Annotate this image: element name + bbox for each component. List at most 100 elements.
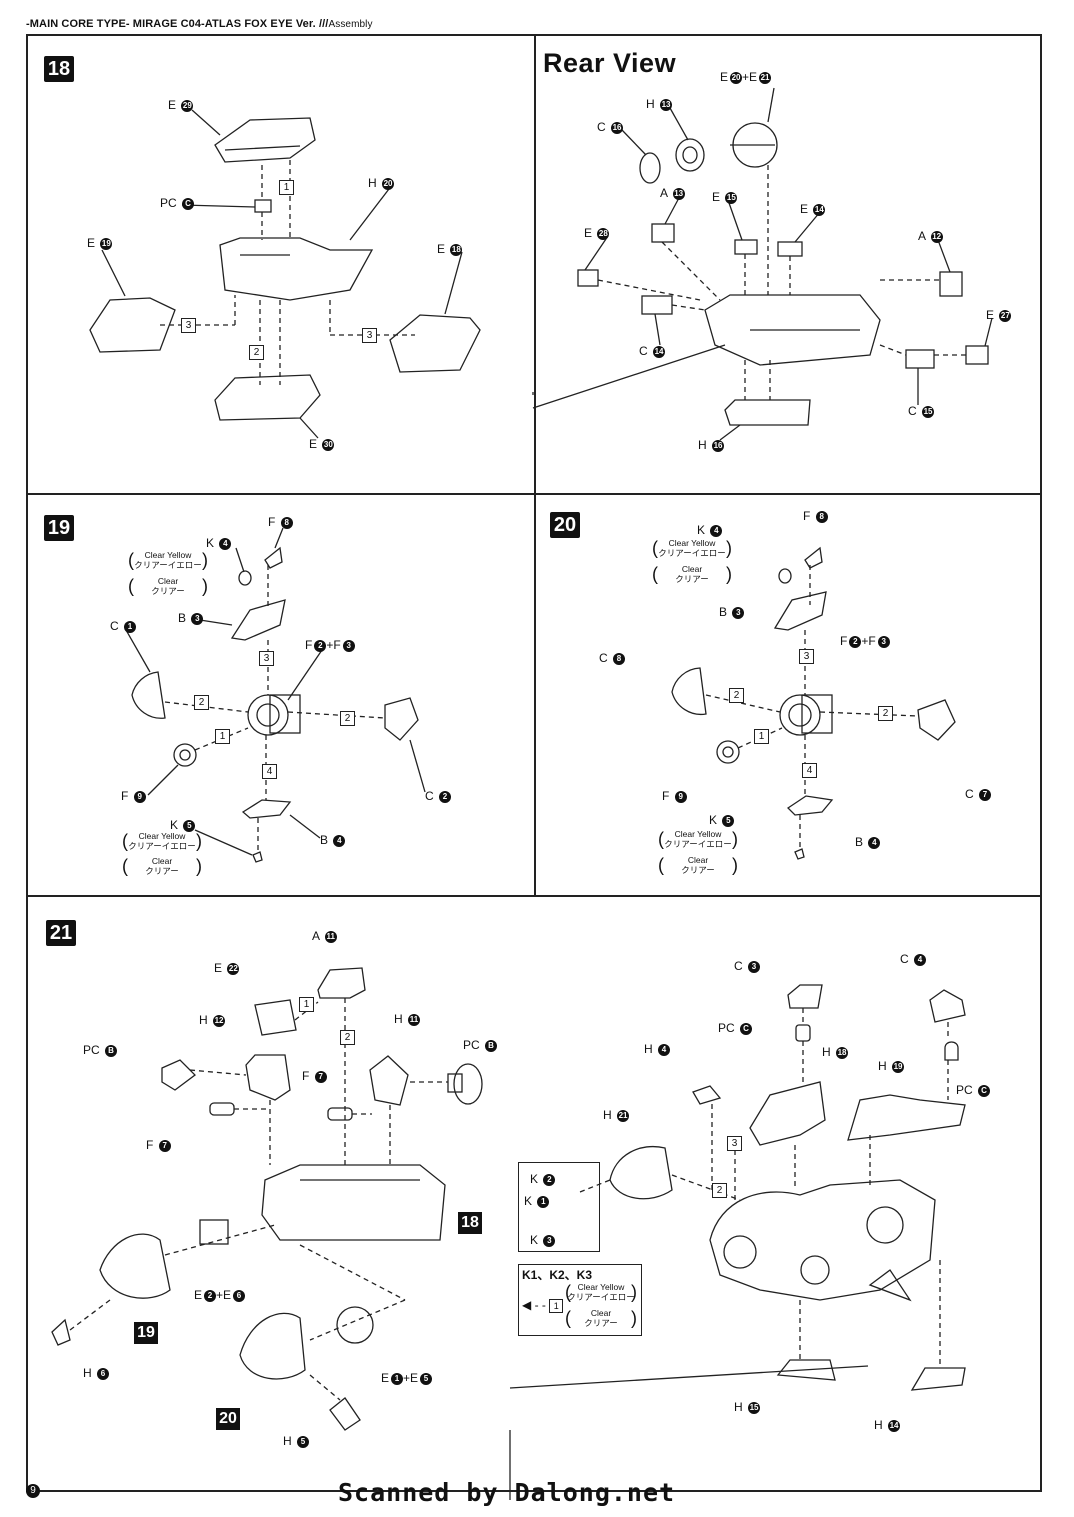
part-label: C 4 <box>900 952 927 966</box>
part-label: F 9 <box>662 789 687 803</box>
part-label: H 14 <box>874 1418 901 1432</box>
part-label: E 28 <box>584 226 610 240</box>
header-title: -MAIN CORE TYPE- MIRAGE C04-ATLAS FOX EY… <box>26 18 329 30</box>
part-label: H 11 <box>394 1012 421 1026</box>
step-number-19: 19 <box>44 515 74 541</box>
substep-1: 1 <box>215 729 230 744</box>
part-label: A 12 <box>918 229 943 243</box>
substep-2: 2 <box>712 1183 727 1198</box>
part-label: K 2 <box>530 1172 556 1186</box>
part-label: C 16 <box>597 120 624 134</box>
substep-2: 2 <box>194 695 209 710</box>
legend-title: K1、K2、K3 <box>522 1268 593 1282</box>
substep-2: 2 <box>249 345 264 360</box>
part-label: H 12 <box>199 1013 226 1027</box>
part-label: H 15 <box>734 1400 761 1414</box>
part-label: K 1 <box>524 1194 550 1208</box>
part-label: A 13 <box>660 186 685 200</box>
header-subtitle: Assembly <box>328 19 373 30</box>
step-number-21: 21 <box>46 920 76 946</box>
substep-1: 1 <box>279 180 294 195</box>
part-label: H 18 <box>822 1045 849 1059</box>
part-label: K 5 <box>170 818 196 832</box>
substep-3: 3 <box>362 328 377 343</box>
part-label: E 27 <box>986 308 1012 322</box>
part-label: B 3 <box>178 611 204 625</box>
part-label: F 8 <box>803 509 828 523</box>
part-label: H 6 <box>83 1366 110 1380</box>
step-ref-19: 19 <box>134 1322 158 1344</box>
page-number: 9 <box>26 1484 40 1498</box>
part-label: E 14 <box>800 202 826 216</box>
step-number-20: 20 <box>550 512 580 538</box>
part-label: H 13 <box>646 97 673 111</box>
step-ref-18: 18 <box>458 1212 482 1234</box>
part-label: F 8 <box>268 515 293 529</box>
part-label: H 20 <box>368 176 395 190</box>
substep-3: 3 <box>799 649 814 664</box>
part-label: B 4 <box>855 835 881 849</box>
part-label: H 4 <box>644 1042 671 1056</box>
part-label: H 19 <box>878 1059 905 1073</box>
substep-2: 2 <box>340 1030 355 1045</box>
manual-header: -MAIN CORE TYPE- MIRAGE C04-ATLAS FOX EY… <box>26 18 373 30</box>
substep-1: 1 <box>299 997 314 1012</box>
legend-arrow: ◀ - - 1 <box>522 1298 564 1313</box>
k-parts-legend <box>518 1264 642 1336</box>
substep-2: 2 <box>340 711 355 726</box>
part-label: F 7 <box>302 1069 327 1083</box>
step-ref-20: 20 <box>216 1408 240 1430</box>
part-label: C 1 <box>110 619 137 633</box>
part-label: B 4 <box>320 833 346 847</box>
part-label: K 3 <box>530 1233 556 1247</box>
substep-3: 3 <box>181 318 196 333</box>
divider-row2 <box>26 895 1042 897</box>
part-label: H 16 <box>698 438 725 452</box>
part-label: E 22 <box>214 961 240 975</box>
part-label: E 19 <box>87 236 113 250</box>
part-label: F 7 <box>146 1138 171 1152</box>
substep-2: 2 <box>729 688 744 703</box>
part-label: E 15 <box>712 190 738 204</box>
step-number-18: 18 <box>44 56 74 82</box>
part-label: C 3 <box>734 959 761 973</box>
part-label: PC C <box>160 196 195 210</box>
substep-3: 3 <box>727 1136 742 1151</box>
part-label: PC B <box>83 1043 118 1057</box>
part-label: C 8 <box>599 651 626 665</box>
part-label: PC B <box>463 1038 498 1052</box>
substep-3: 3 <box>259 651 274 666</box>
part-label: H 21 <box>603 1108 630 1122</box>
scan-credit: Scanned by Dalong.net <box>338 1478 676 1507</box>
part-label: F 9 <box>121 789 146 803</box>
part-label: C 2 <box>425 789 452 803</box>
part-label: K 4 <box>697 523 723 537</box>
part-label: K 4 <box>206 536 232 550</box>
rear-view-title: Rear View <box>543 48 677 78</box>
part-label: C 15 <box>908 404 935 418</box>
part-label: B 3 <box>719 605 745 619</box>
part-label: A 11 <box>312 929 337 943</box>
part-label: K 5 <box>709 813 735 827</box>
part-label: C 14 <box>639 344 666 358</box>
part-label: E 30 <box>309 437 335 451</box>
part-label: H 5 <box>283 1434 310 1448</box>
substep-2: 2 <box>878 706 893 721</box>
substep-1: 1 <box>754 729 769 744</box>
k-parts-box <box>518 1162 600 1252</box>
